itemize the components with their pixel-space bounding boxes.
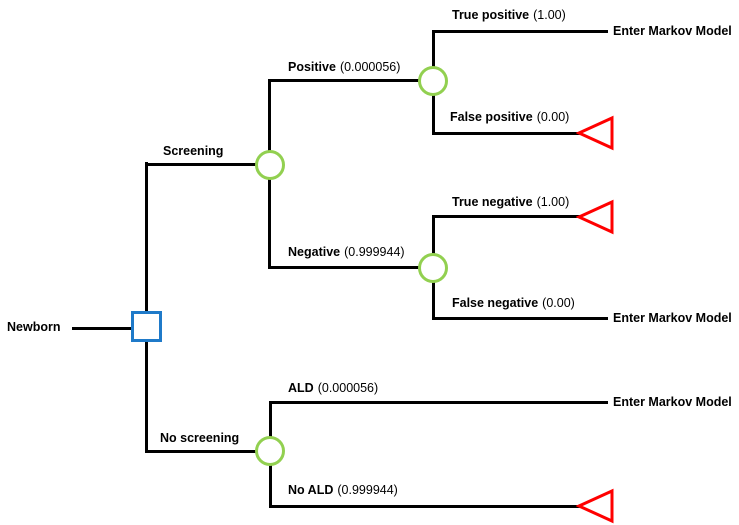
- branch-label-no-screening: No screening: [160, 431, 239, 445]
- terminal-triangle-icon: [576, 199, 614, 234]
- decision-node-newborn: [131, 310, 162, 342]
- branch-line-ald: [268, 401, 608, 404]
- branch-probability: (0.000056): [339, 60, 401, 74]
- branch-label-true-negative: True negative(1.00): [452, 195, 569, 209]
- terminal-triangle-icon: [576, 488, 614, 524]
- branch-line-no-screening: [144, 449, 272, 453]
- branch-label-text: No screening: [160, 431, 240, 445]
- branch-probability: (0.999944): [337, 483, 398, 497]
- branch-label-screening: Screening: [163, 144, 223, 158]
- branch-line-newborn: [72, 327, 132, 330]
- terminal-node-true-negative: [576, 199, 614, 234]
- branch-label-text: Positive: [288, 60, 336, 74]
- root-label: Newborn: [7, 320, 60, 334]
- chance-node-negative: [418, 252, 448, 283]
- branch-label-text: False positive: [450, 110, 533, 124]
- branch-label-true-positive: True positive(1.00): [452, 8, 566, 22]
- branch-probability: (1.00): [536, 195, 570, 209]
- branch-probability: (0.00): [536, 110, 570, 124]
- chance-node-no-screening: [255, 436, 285, 466]
- terminal-triangle-icon: [576, 115, 614, 151]
- branch-line-screening: [144, 162, 272, 166]
- branch-label-negative: Negative(0.999944): [288, 245, 405, 259]
- branch-probability: (0.00): [542, 296, 575, 310]
- branch-label-text: ALD: [288, 381, 314, 395]
- branch-label-text: False negative: [452, 296, 539, 310]
- branch-probability: (1.00): [533, 8, 566, 22]
- branch-label-text: Negative: [288, 245, 341, 259]
- branch-line-no-ald: [268, 504, 580, 508]
- branch-probability: (0.999944): [344, 245, 405, 259]
- outcome-label-true-positive-markov: Enter Markov Model: [613, 24, 732, 38]
- terminal-node-no-ald: [576, 488, 614, 524]
- branch-label-positive: Positive(0.000056): [288, 60, 400, 74]
- branch-line-positive: [267, 79, 435, 82]
- branch-line-false-positive: [431, 131, 580, 135]
- branch-label-false-negative: False negative(0.00): [452, 296, 575, 310]
- trunk-line-decision: [144, 162, 148, 452]
- root-label-text: Newborn: [7, 320, 61, 334]
- chance-node-screening: [255, 150, 285, 180]
- branch-label-text: Screening: [163, 144, 224, 158]
- branch-line-true-positive: [431, 30, 608, 33]
- branch-line-true-negative: [431, 215, 580, 218]
- outcome-label-ald-markov: Enter Markov Model: [613, 395, 732, 409]
- branch-label-false-positive: False positive(0.00): [450, 110, 569, 124]
- branch-label-ald: ALD(0.000056): [288, 381, 378, 395]
- branch-label-text: No ALD: [288, 483, 334, 497]
- branch-label-no-ald: No ALD(0.999944): [288, 483, 398, 497]
- branch-line-negative: [267, 266, 435, 269]
- branch-label-text: True negative: [452, 195, 533, 209]
- branch-line-false-negative: [431, 316, 608, 320]
- terminal-node-false-positive: [576, 115, 614, 151]
- chance-node-positive: [418, 66, 448, 96]
- branch-probability: (0.000056): [317, 381, 379, 395]
- branch-label-text: True positive: [452, 8, 530, 22]
- outcome-label-false-negative-markov: Enter Markov Model: [613, 311, 732, 325]
